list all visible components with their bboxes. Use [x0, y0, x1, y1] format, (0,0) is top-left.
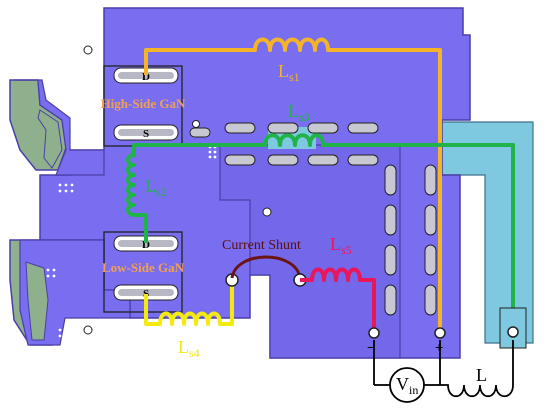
pcb-left-extension-upper: [14, 79, 105, 176]
vin-label: Vin: [396, 374, 418, 397]
vertical-via-slots: [384, 164, 437, 316]
high-side-drain-pin: D: [113, 67, 179, 84]
svg-text:D: D: [142, 71, 150, 83]
low-side-drain-pin: D: [113, 235, 179, 252]
ls1-label: Ls1: [278, 61, 300, 84]
low-side-gan-label: Low-Side GaN: [102, 260, 185, 275]
ls2-ls3-loop-trace: [126, 133, 515, 330]
external-circuit: [373, 340, 514, 403]
left-copper-strip-upper: [37, 109, 63, 169]
ls1-trace: [144, 37, 442, 332]
left-copper-strip-lower: [25, 261, 49, 341]
svg-text:D: D: [142, 239, 150, 251]
vin-minus-sign: −: [367, 339, 375, 355]
high-side-gan-label: High-Side GaN: [101, 96, 186, 111]
current-shunt-label: Current Shunt: [222, 238, 301, 253]
pcb-inner-region: [219, 144, 401, 359]
output-via: [507, 326, 519, 338]
ls4-trace: [144, 283, 234, 326]
ls5-trace: [300, 267, 376, 330]
mounting-holes: [83, 45, 272, 335]
ls2-label: Ls2: [145, 176, 167, 199]
svg-text:S: S: [143, 128, 149, 140]
high-side-source-pin: S: [113, 124, 179, 141]
ls5-label: Ls5: [330, 234, 352, 257]
horizontal-via-slots: [189, 122, 379, 166]
vin-minus-pad: [368, 327, 380, 339]
vin-plus-sign: +: [435, 339, 443, 355]
output-inductor-label: L: [476, 365, 487, 385]
ls3-label: Ls3: [288, 101, 310, 124]
via-dots: [46, 145, 217, 338]
vin-plus-pad: [434, 327, 446, 339]
current-shunt-trace: [230, 255, 302, 279]
low-side-gan-outline: [103, 231, 183, 313]
ls4-label: Ls4: [178, 337, 200, 360]
